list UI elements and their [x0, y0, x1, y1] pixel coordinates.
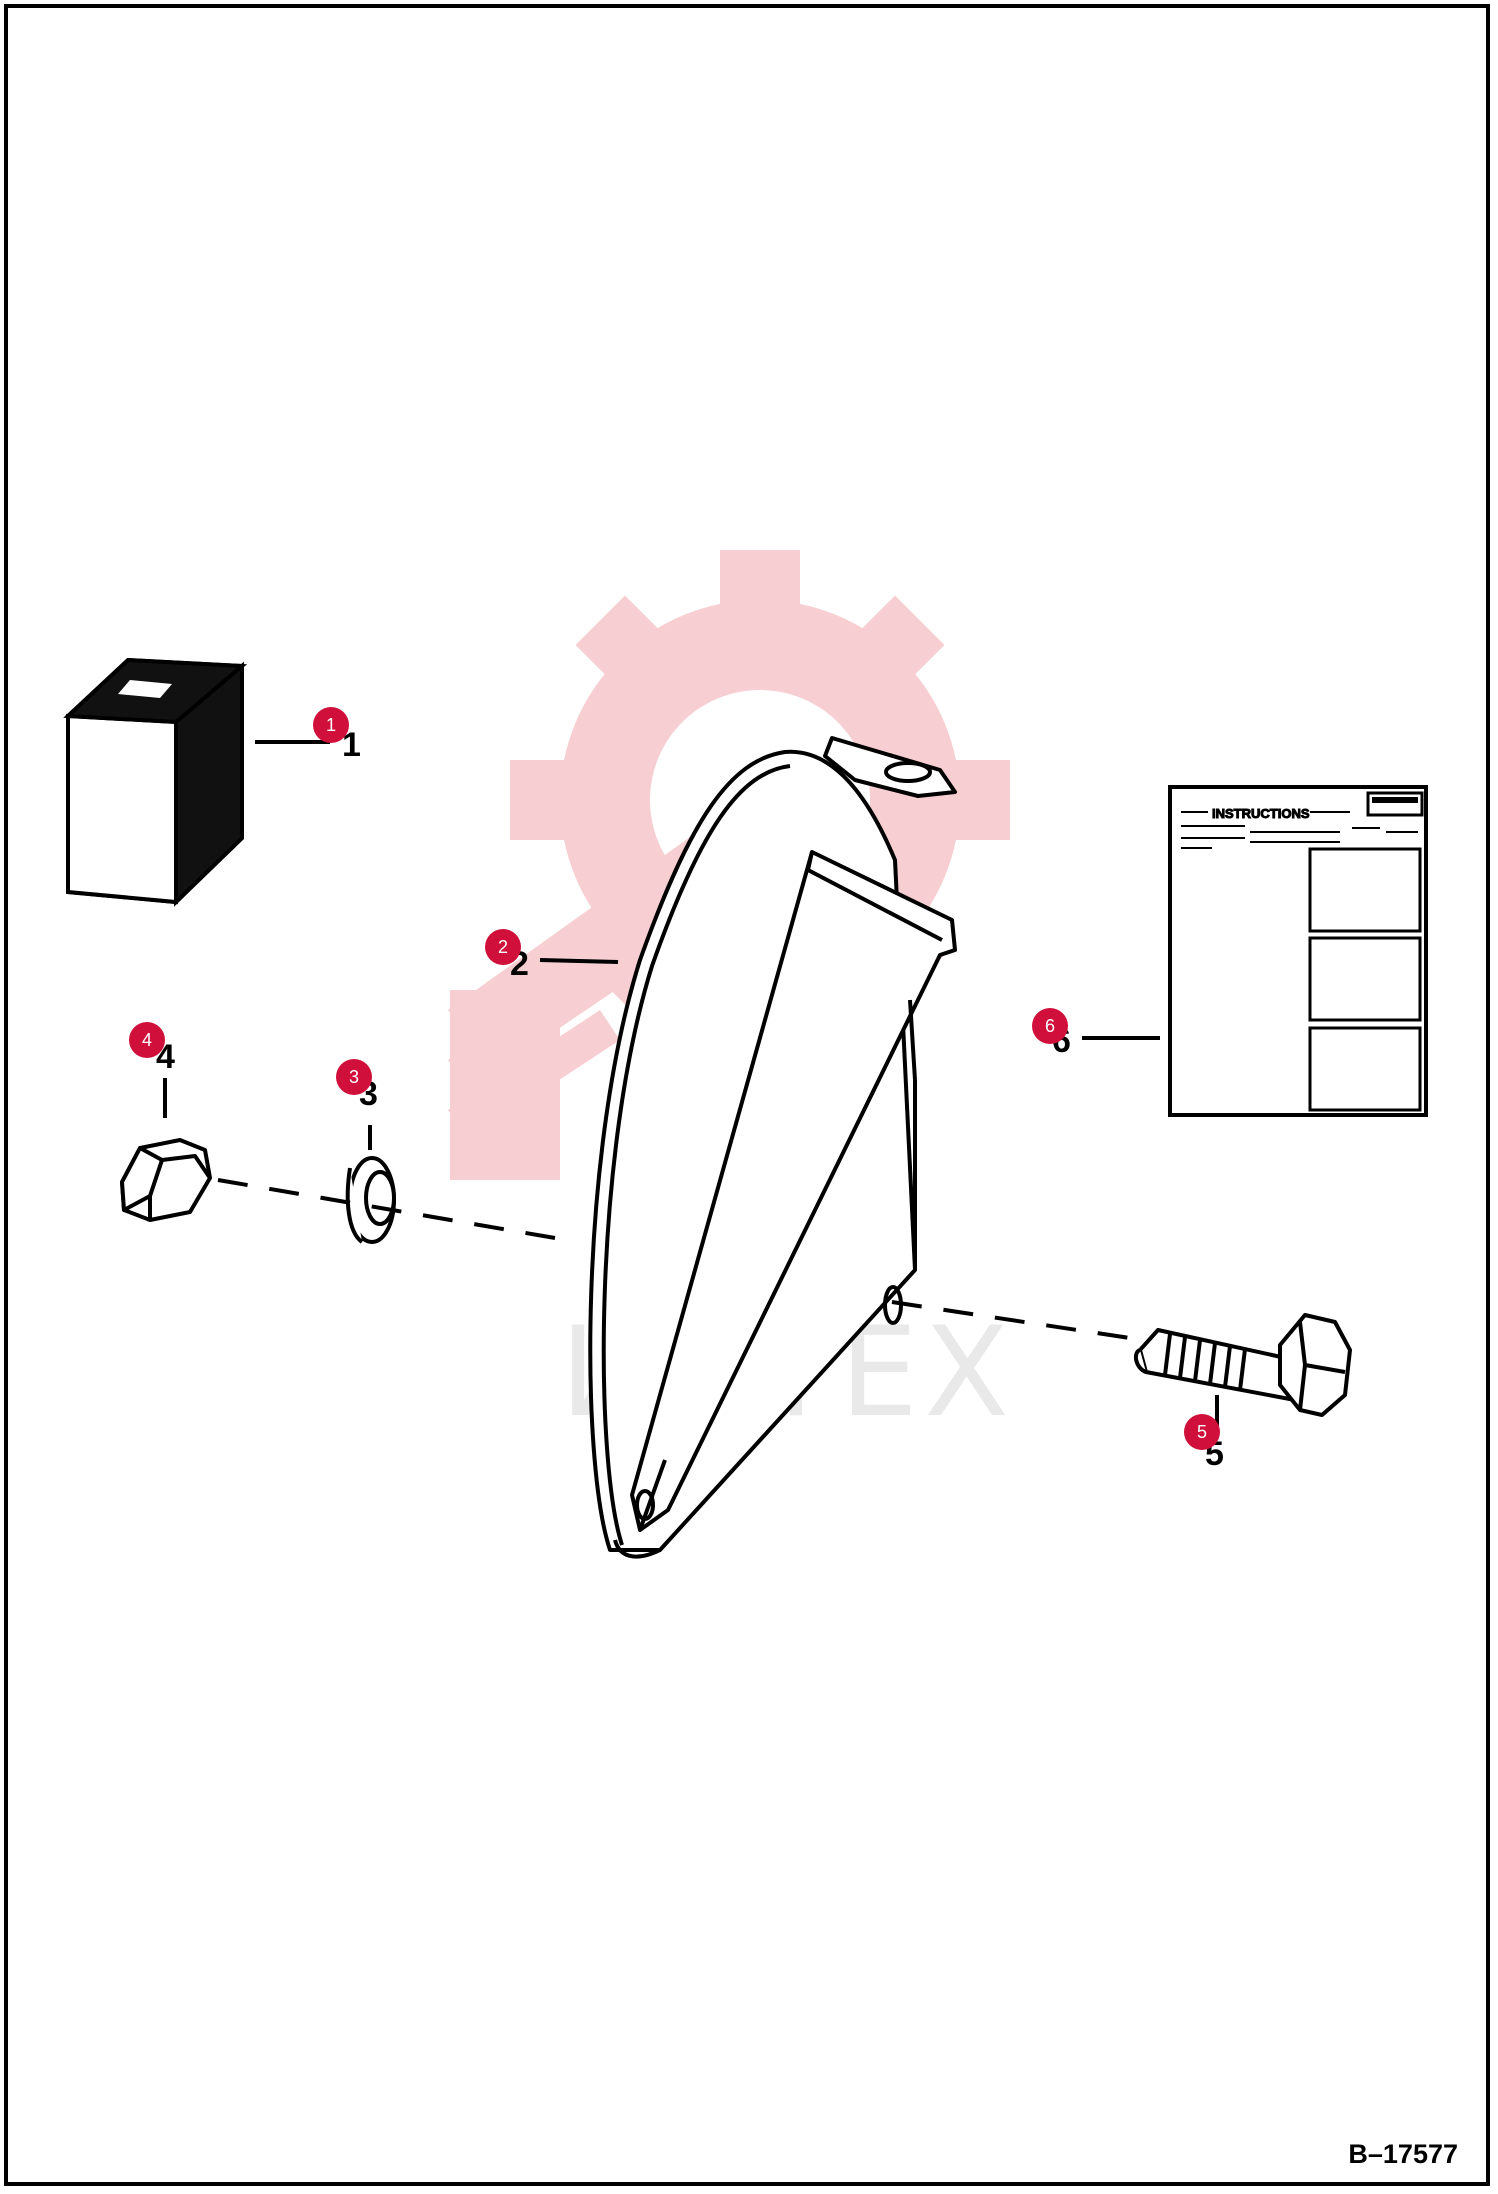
part-instruction-sheet[interactable]: INSTRUCTIONS	[1168, 785, 1428, 1117]
part-bracket[interactable]	[588, 736, 957, 1559]
part-washer[interactable]	[345, 1156, 396, 1244]
leader-line-2	[539, 958, 619, 964]
callout-2-number: 2	[498, 937, 508, 957]
assembly-axis-left	[217, 1178, 556, 1240]
assembly-axis-right	[891, 1300, 1131, 1340]
callout-6[interactable]: 6	[1032, 1008, 1068, 1044]
instructions-title: INSTRUCTIONS	[1212, 806, 1310, 821]
callout-1-number: 1	[326, 715, 336, 735]
callout-5-number: 5	[1197, 1422, 1207, 1442]
part-battery[interactable]	[63, 657, 248, 907]
callout-1[interactable]: 1	[313, 707, 349, 743]
part-bolt[interactable]	[1133, 1313, 1352, 1417]
callout-3-number: 3	[349, 1067, 359, 1087]
watermark-wrench-icon	[448, 830, 730, 1140]
callout-4[interactable]: 4	[129, 1022, 165, 1058]
callout-6-number: 6	[1045, 1016, 1055, 1036]
document-code: B–17577	[1348, 2139, 1458, 2169]
callout-4-number: 4	[142, 1030, 152, 1050]
callout-3[interactable]: 3	[336, 1059, 372, 1095]
drawing-frame	[4, 4, 1490, 2186]
part-label-1: 1	[342, 726, 361, 764]
callout-5[interactable]: 5	[1184, 1414, 1220, 1450]
callout-2[interactable]: 2	[485, 929, 521, 965]
part-nut[interactable]	[120, 1138, 212, 1222]
